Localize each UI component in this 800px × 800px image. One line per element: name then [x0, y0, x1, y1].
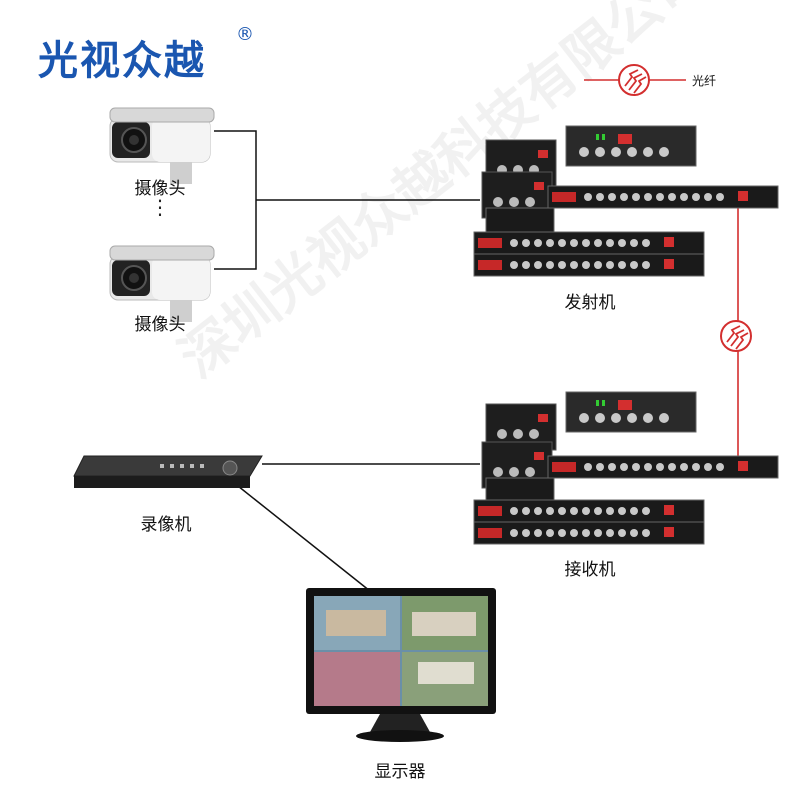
dvr-label: 录像机	[140, 515, 192, 535]
receiver-label: 接收机	[564, 560, 616, 580]
camera-bottom-label: 摄像头	[134, 315, 186, 335]
transmitter-icon	[473, 125, 779, 277]
transmitter-label: 发射机	[564, 293, 616, 313]
receiver-icon	[473, 391, 779, 545]
legend-fiber-icon	[618, 64, 650, 96]
dvr-icon	[73, 455, 263, 488]
registered-mark: ®	[236, 24, 254, 45]
monitor-icon	[306, 588, 496, 742]
fiber-symbol-icon	[720, 320, 752, 352]
brand-logo: 光视众越	[38, 38, 206, 84]
monitor-label: 显示器	[374, 762, 426, 782]
legend-fiber-label: 光纤	[692, 74, 717, 88]
camera-top-icon	[109, 107, 215, 185]
connection-lines	[214, 130, 480, 596]
camera-top-label: 摄像头	[134, 179, 186, 199]
camera-ellipsis: ⋮	[150, 195, 170, 219]
